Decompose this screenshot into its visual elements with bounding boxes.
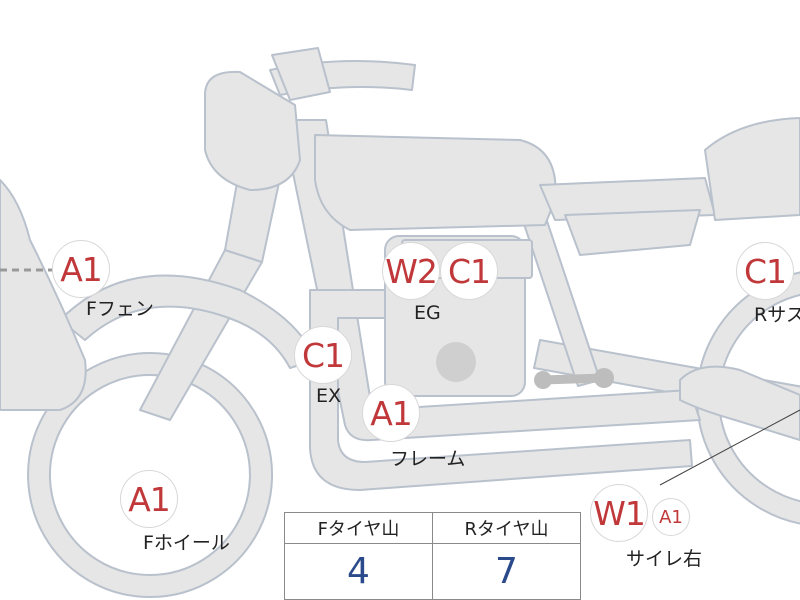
badge-frame: A1 [362,384,420,442]
badge-silencer-w: W1 [590,484,648,542]
headlight [204,70,301,191]
label-front-fender: Fフェン [86,298,154,320]
badge-front-wheel: A1 [120,470,178,528]
badge-front-fender: A1 [52,240,110,298]
exhaust-pipe [309,289,693,491]
rear-wheel [696,271,800,525]
kick-lever-end [594,368,614,388]
rear-tire-header: Rタイヤ山 [432,512,581,544]
label-exhaust: EX [316,385,342,407]
mirror [271,47,331,101]
kick-lever [537,373,609,385]
leader-line [659,409,800,486]
rear-tire-value: 7 [432,543,581,600]
badge-exhaust: C1 [294,326,352,384]
front-tire-header: Fタイヤ山 [284,512,433,544]
engine-cover-dot [436,342,476,382]
rear-shock [679,365,800,441]
label-frame: フレーム [390,448,466,470]
badge-engine-c: C1 [440,242,498,300]
badge-engine-w: W2 [382,242,440,300]
label-engine: EG [414,302,441,324]
badge-silencer-a: A1 [652,498,690,536]
label-rear-suspension: Rサス [754,304,800,326]
kick-lever-end [534,371,552,389]
fuel-tank [314,134,557,231]
label-silencer-right: サイレ右 [626,548,703,570]
label-front-wheel: Fホイール [143,532,230,554]
tire-tread-table: Fタイヤ山 Rタイヤ山 4 7 [284,512,581,600]
side-cover [564,209,701,256]
tail-cowl [704,117,800,221]
front-cowl [0,179,87,411]
front-tire-value: 4 [284,543,433,600]
badge-rear-suspension: C1 [736,242,794,300]
